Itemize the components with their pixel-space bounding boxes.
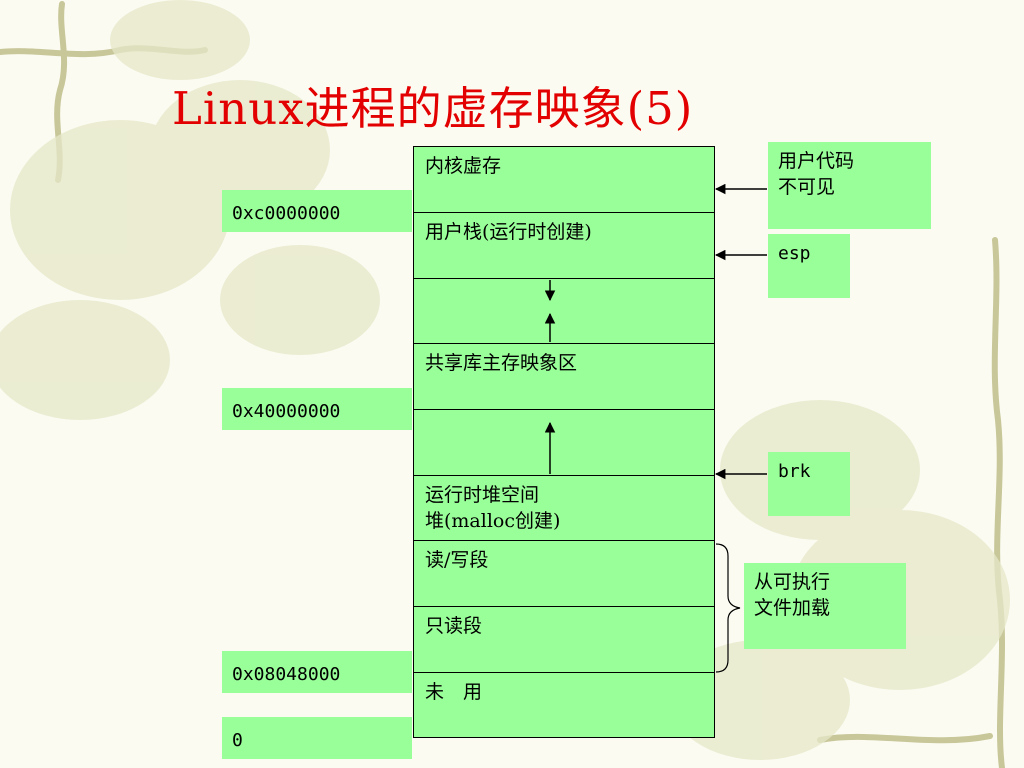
esp-label: esp xyxy=(778,243,811,264)
address-value: 0x08048000 xyxy=(232,664,341,685)
region-label-line1: 运行时堆空间 xyxy=(425,484,540,506)
address-value: 0x40000000 xyxy=(232,401,341,422)
region-label: 读/写段 xyxy=(425,549,489,571)
note-line1: 从可执行 xyxy=(754,571,831,593)
brace-executable-segments xyxy=(715,543,741,673)
note-loaded-from-executable: 从可执行 文件加载 xyxy=(744,563,906,649)
note-line2: 不可见 xyxy=(778,176,836,198)
region-read-write: 读/写段 xyxy=(413,540,715,606)
region-shared-libs: 共享库主存映象区 xyxy=(413,343,715,409)
region-read-only: 只读段 xyxy=(413,606,715,672)
address-value: 0 xyxy=(232,730,243,751)
region-runtime-heap: 运行时堆空间 堆(malloc创建) xyxy=(413,475,715,540)
region-unused: 未 用 xyxy=(413,672,715,738)
region-heap-growth xyxy=(413,409,715,475)
region-label: 只读段 xyxy=(425,615,483,637)
note-line2: 文件加载 xyxy=(754,597,831,619)
region-kernel-vm: 内核虚存 xyxy=(413,146,715,212)
region-user-stack: 用户栈(运行时创建) xyxy=(413,212,715,278)
brk-label: brk xyxy=(778,461,811,482)
address-label-shared-libs: 0x40000000 xyxy=(222,388,412,430)
address-label-zero: 0 xyxy=(222,717,412,759)
region-label: 共享库主存映象区 xyxy=(425,352,578,374)
region-stack-growth xyxy=(413,278,715,343)
address-label-kernel-boundary: 0xc0000000 xyxy=(222,190,412,232)
slide-title: Linux进程的虚存映象(5) xyxy=(172,82,694,135)
address-label-program-start: 0x08048000 xyxy=(222,651,412,693)
region-label: 未 用 xyxy=(425,681,483,703)
note-line1: 用户代码 xyxy=(778,150,855,172)
note-kernel-invisible: 用户代码 不可见 xyxy=(768,142,931,229)
note-esp: esp xyxy=(768,234,850,298)
region-label-line2: 堆(malloc创建) xyxy=(425,510,561,532)
region-label: 内核虚存 xyxy=(425,155,502,177)
address-value: 0xc0000000 xyxy=(232,203,341,224)
region-label: 用户栈(运行时创建) xyxy=(425,221,592,243)
note-brk: brk xyxy=(768,452,850,516)
